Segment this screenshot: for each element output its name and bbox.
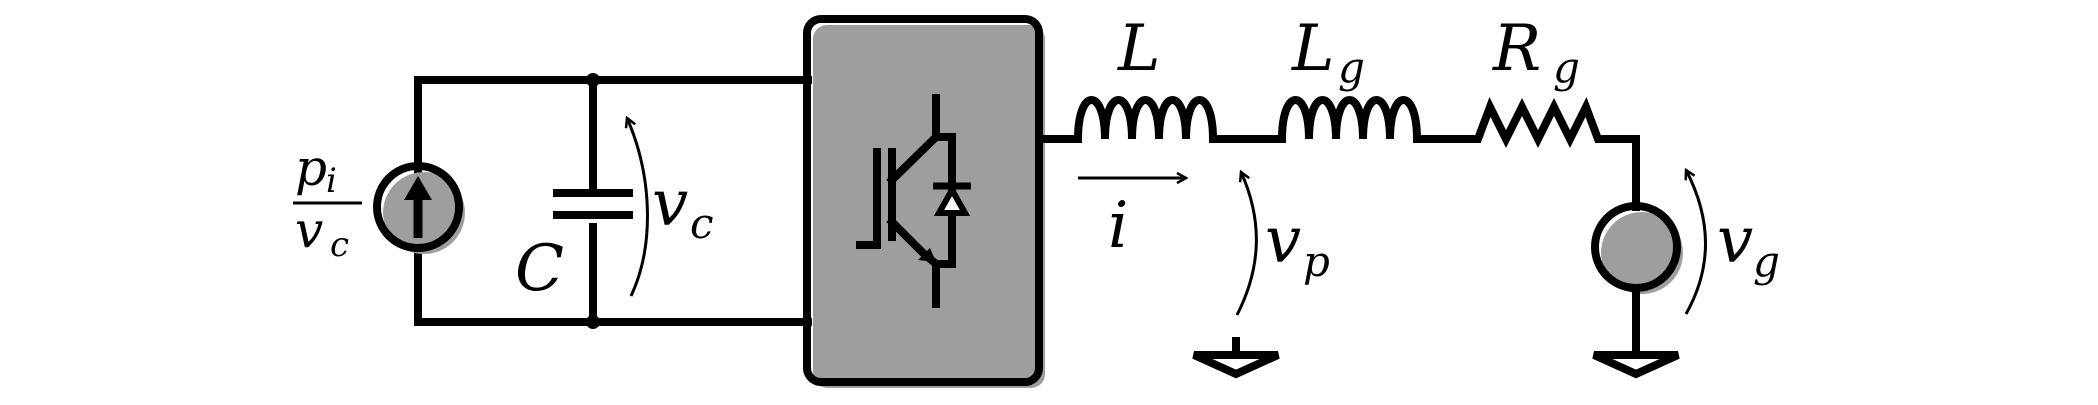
current-label: i <box>1108 189 1128 263</box>
grid-ground-icon <box>1592 351 1680 379</box>
capacitor <box>553 189 633 219</box>
vc-label: v c <box>652 167 714 248</box>
vg-sub: g <box>1753 237 1780 286</box>
inductor-lg <box>1277 96 1422 144</box>
rg-sub: g <box>1553 43 1580 92</box>
source-numerator-sub: i <box>326 161 337 201</box>
vp-sub: p <box>1303 237 1330 286</box>
converter-box <box>803 15 1045 388</box>
vc-sub: c <box>690 199 714 248</box>
capacitor-label: C <box>515 232 564 306</box>
vc-arrow <box>627 118 649 297</box>
vg-label: v g <box>1717 204 1780 286</box>
resistor-rg-label: R g <box>1492 12 1580 92</box>
source-denominator-sub: c <box>330 225 349 265</box>
vp-label: v p <box>1265 204 1330 286</box>
resistor-rg <box>1413 97 1640 211</box>
inductor-l-label: L <box>1117 12 1161 86</box>
top-junction-dot <box>586 73 600 87</box>
pcc-ground-icon <box>1192 337 1280 379</box>
dc-bus-wires <box>414 76 812 326</box>
vc-letter: v <box>652 167 688 241</box>
vg-arrow <box>1686 170 1707 315</box>
vp-letter: v <box>1265 204 1301 278</box>
bottom-junction-dot <box>586 315 600 329</box>
igbt-symbol <box>856 94 971 308</box>
current-source <box>373 162 465 254</box>
lg-sub: g <box>1338 43 1365 92</box>
grid-voltage-source <box>1591 202 1683 294</box>
inductor-lg-label: L g <box>1291 12 1365 92</box>
source-label: p i v c <box>293 139 362 265</box>
lg-letter: L <box>1291 12 1335 86</box>
source-denominator: v <box>295 201 323 259</box>
source-numerator: p <box>295 139 327 197</box>
rg-letter: R <box>1492 12 1541 86</box>
vg-letter: v <box>1717 204 1753 278</box>
vp-arrow <box>1235 172 1258 316</box>
inductor-l <box>1073 96 1218 144</box>
